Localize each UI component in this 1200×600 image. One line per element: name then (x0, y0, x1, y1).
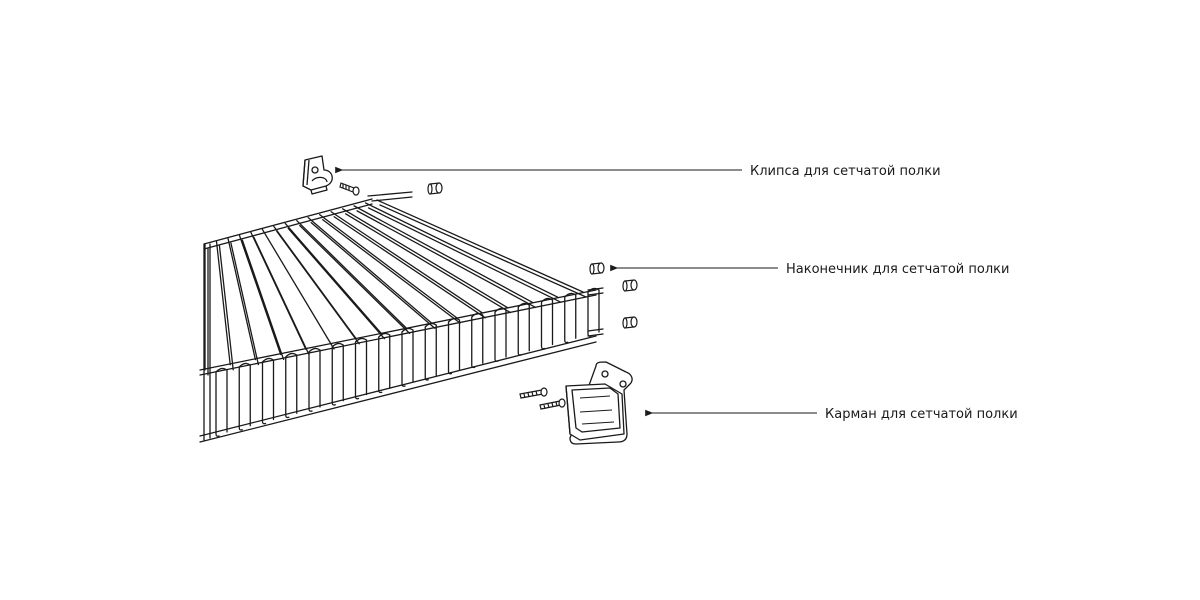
shelf-front-loop (331, 342, 344, 406)
shelf-front-loop (517, 302, 530, 356)
shelf-top-wire (341, 208, 512, 314)
shelf-front-loop (285, 352, 298, 419)
shelf-top-wire (330, 211, 486, 319)
shelf-left-edge (203, 243, 211, 441)
callout-clip: Клипса для сетчатой полки (335, 164, 941, 179)
shelf-back-rail (203, 203, 373, 250)
end-cap (622, 316, 638, 329)
shelf-front-loop (354, 337, 368, 400)
shelf-front-loop (238, 362, 251, 431)
shelf-top-wire (307, 216, 436, 329)
clip-screw (339, 182, 360, 196)
pocket-part (565, 361, 633, 445)
shelf-back-wire-ends (367, 191, 413, 202)
shelf-right-wire-ends (587, 287, 604, 337)
shelf-top-wire (319, 214, 461, 324)
shelf-front-loop (424, 322, 437, 381)
callout-clip-label: Клипса для сетчатой полки (750, 164, 941, 179)
end-cap (427, 182, 443, 195)
shelf-front-bottom-rail (199, 335, 597, 443)
shelf-top-wire (296, 219, 411, 335)
shelf-front-loop (447, 317, 461, 375)
shelf-front-loop (378, 332, 391, 394)
shelf-front-top-rail (199, 289, 597, 376)
end-caps (427, 182, 638, 329)
end-cap (589, 262, 605, 275)
pocket-screws (519, 387, 566, 410)
shelf-top-wire (353, 205, 537, 309)
shelf-top-wire (227, 237, 260, 366)
shelf-front-wire-loops (215, 287, 600, 437)
shelf-front-loop (261, 357, 275, 425)
callout-pocket: Карман для сетчатой полки (645, 407, 1018, 422)
shelf-front-loop (401, 327, 414, 387)
shelf-front-loop (308, 347, 321, 412)
shelf-top-wire (261, 228, 335, 350)
callout-pocket-label: Карман для сетчатой полки (825, 407, 1018, 422)
clip-part (302, 155, 333, 195)
end-cap (622, 279, 638, 292)
shelf-front-loop (471, 312, 484, 369)
shelf-top-wire (250, 231, 310, 355)
shelf-front-loop (215, 367, 228, 437)
shelf-top-wire (204, 243, 209, 376)
shelf-back-rail (203, 198, 373, 245)
wire-shelf (199, 191, 604, 443)
shelf-top-wire (364, 202, 562, 303)
callout-end-cap-label: Наконечник для сетчатой полки (786, 262, 1009, 277)
shelf-top-wire (238, 234, 285, 361)
shelf-top-wire (273, 225, 360, 345)
shelf-top-wire (376, 199, 587, 298)
shelf-top-wire (284, 222, 386, 340)
shelf-front-loop (494, 307, 507, 362)
shelf-top-wires (203, 198, 587, 376)
callout-end-cap: Наконечник для сетчатой полки (610, 262, 1009, 277)
shelf-top-wire (215, 240, 234, 371)
